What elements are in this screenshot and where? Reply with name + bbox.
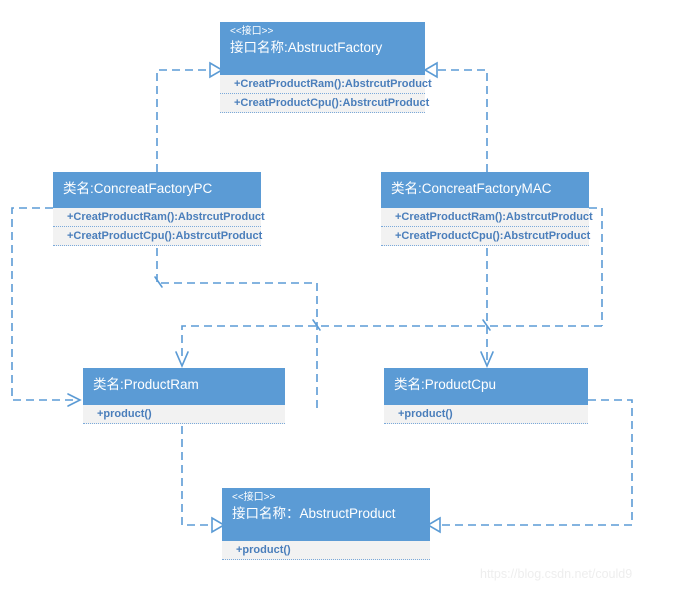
method-row: +CreatProductRam():AbstrcutProduct xyxy=(381,208,593,227)
watermark-text: https://blog.csdn.net/could9 xyxy=(480,567,633,581)
class-header: 类名:ConcreatFactoryPC xyxy=(53,172,261,208)
class-box-concreat-factory-mac[interactable]: 类名:ConcreatFactoryMAC +CreatProductRam()… xyxy=(381,172,593,246)
class-body: +product() xyxy=(222,541,430,560)
class-name-label: 接口名称：AbstructProduct xyxy=(232,505,396,521)
edge-factorymac-to-abstractfactory xyxy=(437,69,488,172)
realization-arrowhead xyxy=(423,61,438,79)
class-header: 类名:ProductRam xyxy=(83,368,285,405)
class-body: +CreatProductRam():AbstrcutProduct +Crea… xyxy=(381,208,593,246)
class-body: +CreatProductRam():AbstrcutProduct +Crea… xyxy=(53,208,265,246)
method-row: +product() xyxy=(222,541,430,560)
edge-factorymac-right-to-bus xyxy=(589,207,603,326)
class-box-concreat-factory-pc[interactable]: 类名:ConcreatFactoryPC +CreatProductRam():… xyxy=(53,172,265,246)
class-body: +CreatProductRam():AbstrcutProduct +Crea… xyxy=(220,75,432,113)
class-body: +product() xyxy=(83,405,285,424)
line-junction xyxy=(482,319,491,331)
stereotype-label: <<接口>> xyxy=(230,26,274,37)
edge-factorypc-to-abstractfactory xyxy=(156,69,210,172)
class-box-product-ram[interactable]: 类名:ProductRam +product() xyxy=(83,368,285,424)
class-box-abstract-product[interactable]: <<接口>> 接口名称：AbstructProduct +product() xyxy=(222,488,430,560)
class-header: 类名:ConcreatFactoryMAC xyxy=(381,172,589,208)
method-row: +product() xyxy=(83,405,285,424)
class-box-product-cpu[interactable]: 类名:ProductCpu +product() xyxy=(384,368,588,424)
line-junction xyxy=(312,319,321,331)
class-name-label: 类名:ConcreatFactoryPC xyxy=(63,181,213,196)
class-body: +product() xyxy=(384,405,588,424)
dependency-arrowhead xyxy=(67,393,82,407)
method-row: +CreatProductRam():AbstrcutProduct xyxy=(220,75,432,94)
stereotype-label: <<接口>> xyxy=(232,492,276,503)
edge-bus-to-productram xyxy=(181,325,602,360)
dependency-arrowhead xyxy=(480,351,494,369)
method-row: +product() xyxy=(384,405,588,424)
class-name-label: 类名:ConcreatFactoryMAC xyxy=(391,181,552,196)
method-row: +CreatProductCpu():AbstrcutProduct xyxy=(381,227,590,246)
class-name-label: 类名:ProductCpu xyxy=(394,377,497,392)
line-junction xyxy=(154,276,163,288)
method-row: +CreatProductRam():AbstrcutProduct xyxy=(53,208,265,227)
class-header: 类名:ProductCpu xyxy=(384,368,588,405)
class-box-abstract-factory[interactable]: <<接口>> 接口名称:AbstructFactory +CreatProduc… xyxy=(220,22,432,113)
dependency-arrowhead xyxy=(175,351,189,369)
class-name-label: 类名:ProductRam xyxy=(93,377,199,392)
class-header: <<接口>> 接口名称:AbstructFactory xyxy=(220,22,425,75)
method-row: +CreatProductCpu():AbstrcutProduct xyxy=(220,94,429,113)
class-name-label: 接口名称:AbstructFactory xyxy=(230,39,383,55)
edge-productram-to-abstractproduct xyxy=(181,426,212,526)
method-row: +CreatProductCpu():AbstrcutProduct xyxy=(53,227,262,246)
class-header: <<接口>> 接口名称：AbstructProduct xyxy=(222,488,430,541)
